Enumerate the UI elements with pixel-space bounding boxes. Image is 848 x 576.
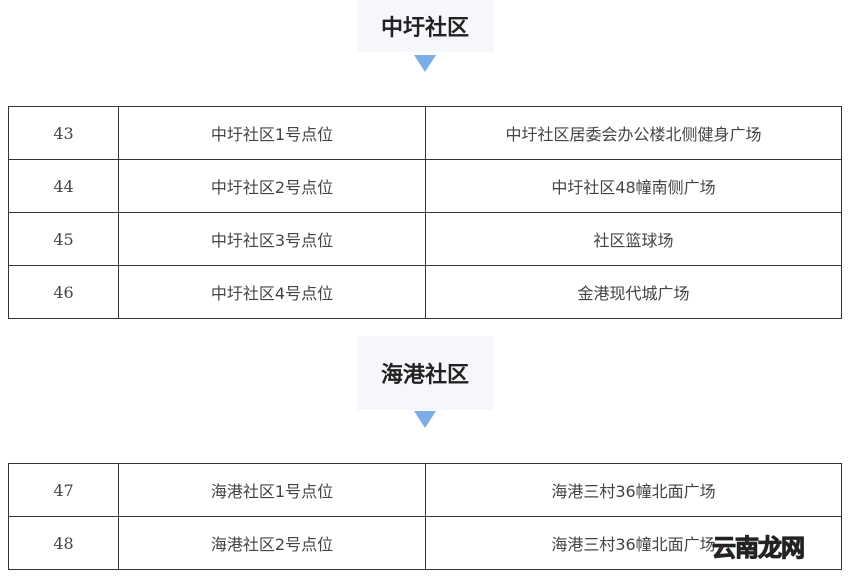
watermark-logo: 云南龙网 xyxy=(712,528,806,563)
row-number: 45 xyxy=(8,212,119,266)
point-name: 中圩社区4号点位 xyxy=(118,265,426,319)
point-name: 海港社区2号点位 xyxy=(118,516,426,570)
point-name: 中圩社区2号点位 xyxy=(118,159,426,213)
section-title: 海港社区 xyxy=(357,336,493,410)
row-number: 46 xyxy=(8,265,119,319)
arrow-down-icon xyxy=(414,55,436,72)
arrow-down-icon xyxy=(414,411,436,428)
location: 金港现代城广场 xyxy=(425,265,842,319)
point-name: 海港社区1号点位 xyxy=(118,463,426,517)
location: 海港三村36幢北面广场 xyxy=(425,516,842,570)
row-number: 43 xyxy=(8,106,119,160)
point-name: 中圩社区3号点位 xyxy=(118,212,426,266)
location: 社区篮球场 xyxy=(425,212,842,266)
point-name: 中圩社区1号点位 xyxy=(118,106,426,160)
row-number: 44 xyxy=(8,159,119,213)
location: 中圩社区48幢南侧广场 xyxy=(425,159,842,213)
row-number: 48 xyxy=(8,516,119,570)
watermark-part2: 龙网 xyxy=(758,534,806,563)
section-title: 中圩社区 xyxy=(357,0,493,52)
row-number: 47 xyxy=(8,463,119,517)
watermark-part1: 云南 xyxy=(712,534,760,563)
location: 中圩社区居委会办公楼北侧健身广场 xyxy=(425,106,842,160)
location: 海港三村36幢北面广场 xyxy=(425,463,842,517)
